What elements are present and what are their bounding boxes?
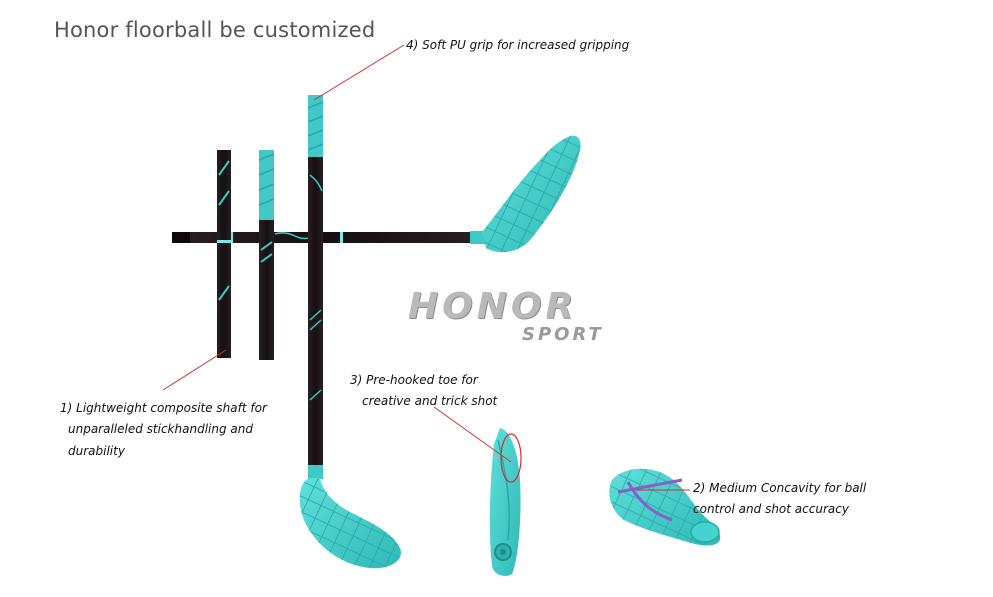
blade-concavity-view	[609, 468, 721, 546]
logo-sub-text: SPORT	[522, 324, 604, 345]
page-title: Honor floorball be customized	[54, 18, 376, 42]
vertical-stick-grip	[258, 150, 275, 360]
main-stick	[299, 95, 401, 569]
logo-main-text: HONOR	[408, 286, 578, 327]
callout-concavity-line-2: control and shot accuracy	[693, 502, 849, 516]
callout-concavity-line-1: 2) Medium Concavity for ball	[693, 481, 867, 495]
callout-grip-line-1: 4) Soft PU grip for increased gripping	[406, 38, 630, 52]
callout-shaft-line-3: durability	[68, 444, 125, 458]
honor-sport-logo: HONOR SPORT	[404, 286, 629, 352]
callout-shaft-line-2: unparalleled stickhandling and	[68, 422, 253, 436]
callout-toe-line-1: 3) Pre-hooked toe for	[350, 373, 478, 387]
leader-lines	[162, 44, 690, 491]
callout-toe-line-2: creative and trick shot	[362, 394, 498, 408]
vertical-stick-short	[217, 150, 231, 358]
callout-shaft-line-1: 1) Lightweight composite shaft for	[60, 401, 267, 415]
horizontal-stick	[172, 135, 581, 253]
blade-side-view	[489, 428, 522, 576]
